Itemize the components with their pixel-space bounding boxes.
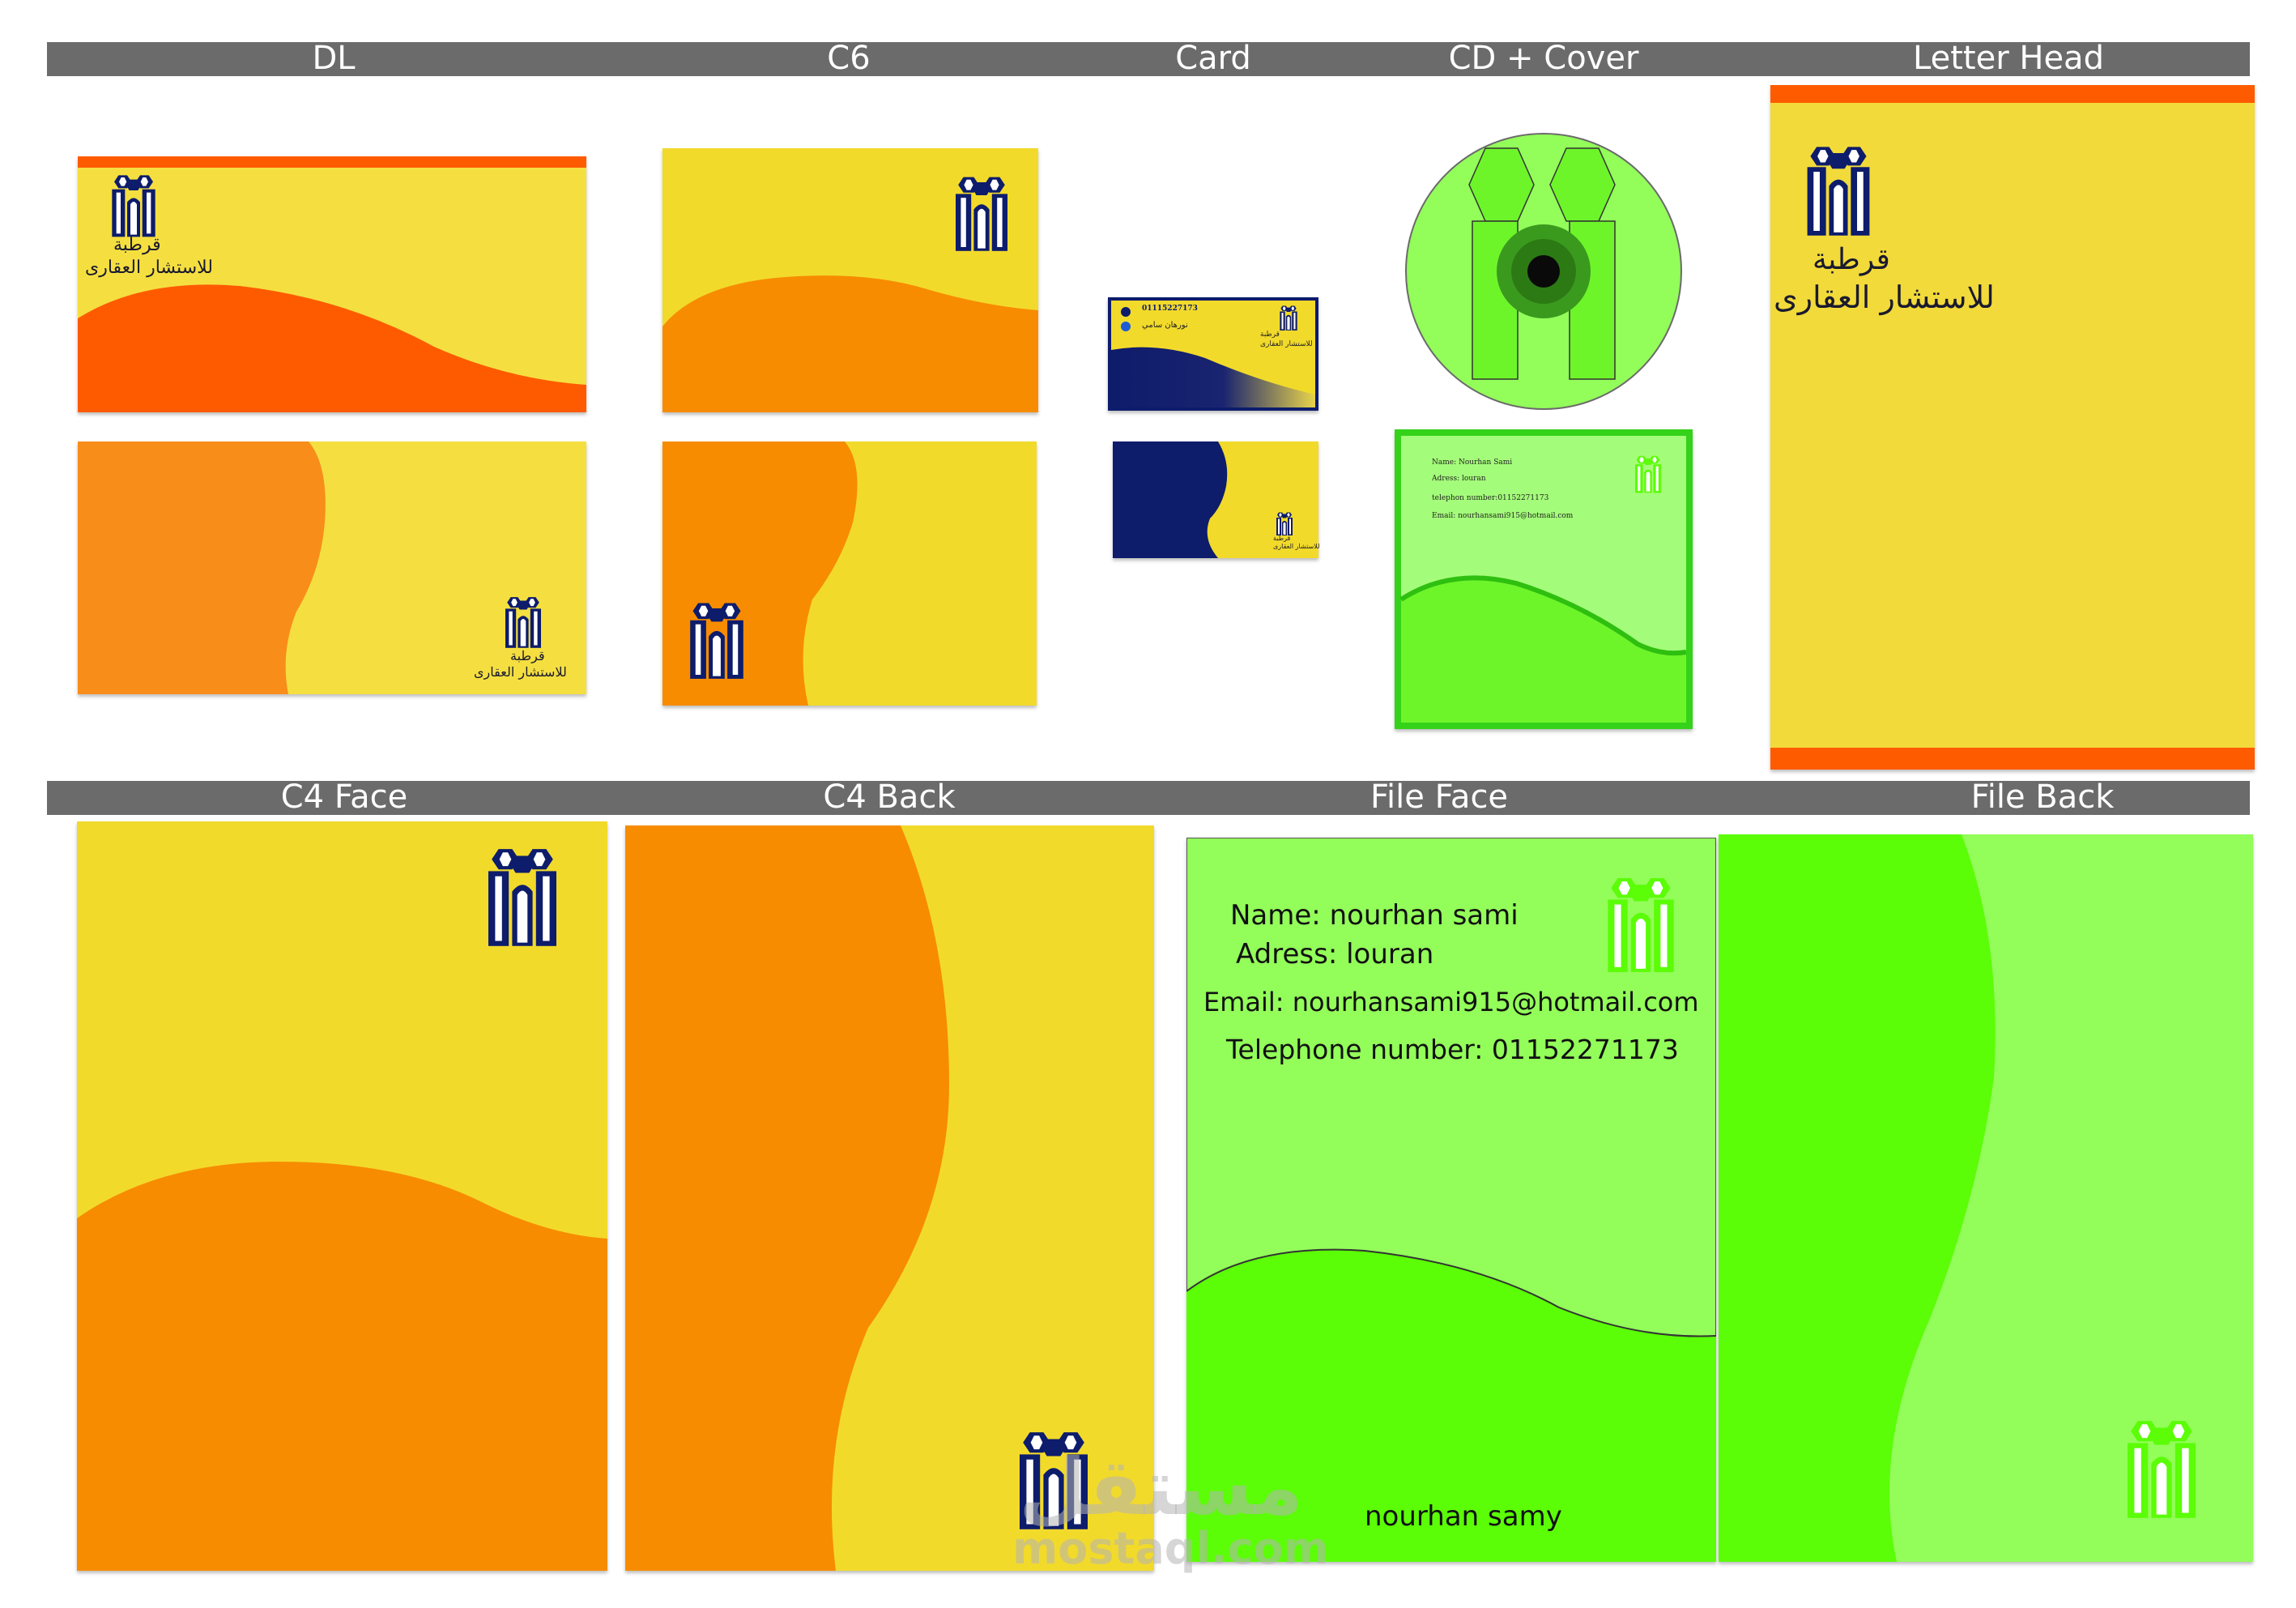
label-letterhead: Letter Head [1913, 40, 2104, 77]
card-back-arabic-line2: للاستشار العقارى [1273, 543, 1320, 550]
dl-back-panel [78, 441, 586, 694]
c6-front-logo-icon [949, 176, 1014, 254]
c6-back-logo-icon [684, 601, 750, 682]
file-face-telephone: Telephone number: 01152271173 [1226, 1034, 1679, 1065]
letterhead-arabic-line2: للاستشار العقارى [1774, 279, 1995, 315]
dl-back-arabic-line1: قرطبة [510, 648, 545, 663]
cd-cover-email: Email: nourhansami915@hotmail.com [1432, 512, 1574, 520]
watermark-latin: mostaql.com [1012, 1523, 1329, 1574]
dl-front-logo-icon [105, 174, 162, 239]
file-face-logo-icon [1597, 877, 1685, 975]
file-face-email: Email: nourhansami915@hotmail.com [1203, 987, 1699, 1017]
card-front-logo-icon [1277, 305, 1300, 331]
c6-back-panel [662, 441, 1037, 706]
card-back-arabic-line1: قرطبة [1273, 535, 1291, 542]
dl-front-panel [78, 156, 586, 412]
card-front-arabic-line1: قرطبة [1260, 331, 1280, 339]
letterhead-logo-icon [1800, 141, 1877, 243]
file-face-footer: nourhan samy [1365, 1500, 1562, 1533]
file-face-address: Adress: louran [1236, 938, 1434, 970]
card-front-panel [1108, 297, 1318, 411]
cd-cover-name: Name: Nourhan Sami [1432, 459, 1513, 467]
file-face-panel [1186, 838, 1716, 1562]
watermark-arabic: مستقل [1019, 1442, 1304, 1533]
label-c4-back: C4 Back [823, 778, 956, 816]
letterhead-arabic-line1: قرطبة [1813, 243, 1890, 276]
card-back-panel [1113, 441, 1318, 558]
dl-front-arabic-line2: للاستشار العقارى [85, 258, 213, 278]
dl-back-arabic-line2: للاستشار العقارى [474, 664, 567, 680]
dl-front-arabic-line1: قرطبة [113, 235, 161, 255]
file-face-name: Name: nourhan sami [1230, 899, 1519, 932]
card-front-phone: 01115227173 [1142, 305, 1198, 313]
label-dl: DL [312, 40, 356, 77]
cd-cover-panel [1395, 429, 1693, 729]
file-back-logo-icon [2117, 1419, 2206, 1521]
dl-back-logo-icon [500, 596, 547, 650]
label-card: Card [1175, 40, 1251, 77]
label-c4-face: C4 Face [280, 778, 408, 816]
label-c6: C6 [827, 40, 871, 77]
c4-face-panel [77, 821, 607, 1571]
label-file-back: File Back [1970, 778, 2115, 816]
cd-cover-address: Adress: louran [1432, 475, 1486, 483]
header-bar-bottom [47, 781, 2250, 815]
header-bar-top [47, 42, 2250, 76]
card-back-logo-icon [1274, 512, 1295, 536]
cd-disc [1404, 132, 1683, 411]
label-cd-cover: CD + Cover [1448, 40, 1639, 77]
cd-cover-telephone: telephon number:01152271173 [1432, 494, 1549, 502]
c4-face-logo-icon [476, 847, 569, 949]
label-file-face: File Face [1370, 778, 1509, 816]
cd-cover-logo-icon [1632, 455, 1664, 494]
card-front-arabic-line2: للاستشار العقارى [1260, 340, 1313, 348]
card-front-name-ar: نورهان سامي [1142, 321, 1188, 330]
